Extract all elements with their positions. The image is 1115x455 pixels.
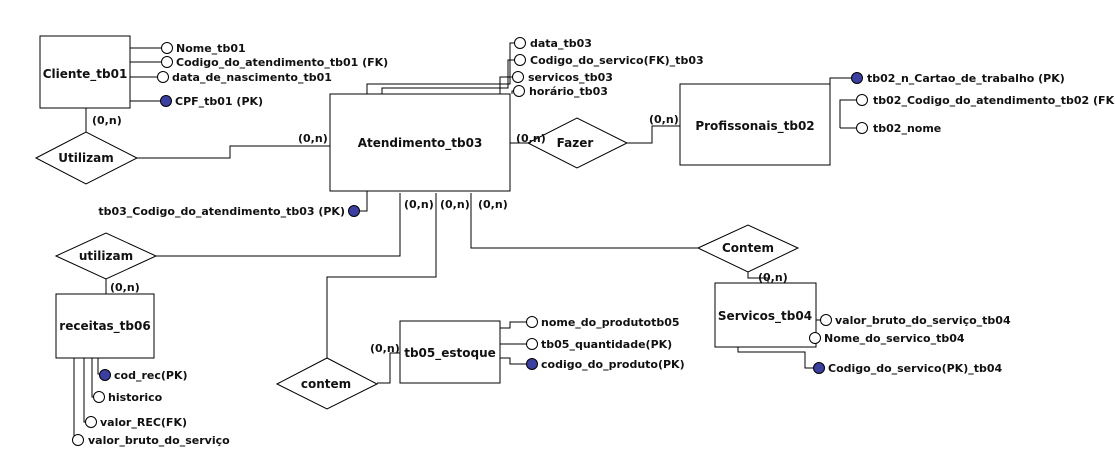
attribute-circle — [514, 37, 526, 49]
attribute-label: tb03_Codigo_do_atendimento_tb03 (PK) — [98, 205, 345, 218]
cardinality-label: (0,n) — [92, 114, 122, 127]
cardinality-label: (0,n) — [478, 198, 508, 211]
cardinality-label: (0,n) — [440, 198, 470, 211]
relationship-contem-servicos: Contem — [696, 224, 800, 273]
attribute-circle — [512, 71, 524, 83]
pk-attribute-circle — [99, 369, 111, 381]
attributes: Nome_tb01 Codigo_do_atendimento_tb01 (FK… — [72, 37, 1115, 447]
pk-attribute-circle — [526, 358, 538, 370]
attribute-circle — [72, 434, 84, 446]
cardinality-label: (0,n) — [404, 198, 434, 211]
attribute-label: Nome_tb01 — [176, 42, 246, 55]
cardinality-label: (0,n) — [298, 132, 328, 145]
entity-atendimento: Atendimento_tb03 — [329, 93, 511, 192]
entity-cliente-label: Cliente_tb01 — [43, 67, 128, 82]
attribute-label: servicos_tb03 — [528, 71, 613, 84]
relationship-fazer-label: Fazer — [557, 136, 594, 150]
entity-profissionais-label: Profissonais_tb02 — [695, 119, 814, 134]
connector-lines — [73, 42, 860, 440]
cardinality-label: (0,n) — [516, 132, 546, 145]
relationship-utilizam-receitas-label: utilizam — [79, 249, 133, 263]
attribute-label: valor_REC(FK) — [100, 416, 187, 429]
attribute-label: valor_bruto_do_serviço — [88, 434, 230, 447]
attribute-circle — [514, 54, 526, 66]
attribute-circle — [513, 85, 525, 97]
cardinality-label: (0,n) — [110, 281, 140, 294]
attribute-label: historico — [108, 391, 163, 404]
relationship-utilizam-cliente-label: Utilizam — [58, 151, 113, 165]
attribute-label: tb02_nome — [873, 122, 941, 135]
entity-estoque: tb05_estoque — [399, 320, 501, 384]
attribute-circle — [85, 416, 97, 428]
entity-servicos-label: Servicos_tb04 — [718, 309, 812, 324]
attribute-circle — [157, 71, 169, 83]
attribute-label: nome_do_produtotb05 — [541, 316, 680, 329]
entity-receitas: receitas_tb06 — [55, 293, 155, 359]
attribute-label: codigo_do_produto(PK) — [541, 358, 685, 371]
attribute-circle — [856, 94, 868, 106]
attribute-circle — [856, 122, 868, 134]
attribute-label: tb02_Codigo_do_atendimento_tb02 (FK) — [873, 94, 1115, 107]
attribute-label: horário_tb03 — [529, 85, 608, 98]
relationship-contem-servicos-label: Contem — [722, 241, 774, 255]
relationship-contem-estoque-label: contem — [301, 377, 351, 391]
attribute-label: Codigo_do_servico(FK)_tb03 — [530, 54, 704, 67]
relationship-fazer: Fazer — [526, 117, 629, 169]
entity-profissionais: Profissonais_tb02 — [679, 83, 831, 166]
relationship-contem-estoque: contem — [275, 357, 379, 410]
attribute-label: tb05_quantidade(PK) — [541, 338, 672, 351]
attribute-label: cod_rec(PK) — [114, 369, 188, 382]
attribute-circle — [161, 56, 173, 68]
cardinality-label: (0,n) — [649, 113, 679, 126]
cardinality-label: (0,n) — [758, 271, 788, 284]
attribute-label: Codigo_do_atendimento_tb01 (FK) — [176, 56, 388, 69]
attribute-circle — [809, 332, 821, 344]
attribute-circle — [93, 391, 105, 403]
attribute-circle — [526, 338, 538, 350]
entity-servicos: Servicos_tb04 — [714, 282, 817, 348]
pk-attribute-circle — [813, 362, 825, 374]
pk-attribute-circle — [851, 72, 863, 84]
pk-attribute-circle — [348, 205, 360, 217]
entity-cliente: Cliente_tb01 — [39, 35, 131, 109]
cardinalities: (0,n) (0,n) (0,n) (0,n) (0,n) (0,n) (0,n… — [92, 113, 788, 355]
entity-estoque-label: tb05_estoque — [404, 346, 496, 361]
attribute-label: CPF_tb01 (PK) — [175, 95, 263, 108]
pk-attribute-circle — [160, 95, 172, 107]
attribute-label: Nome_do_servico_tb04 — [824, 332, 965, 345]
attribute-label: Codigo_do_servico(PK)_tb04 — [828, 362, 1003, 375]
attribute-label: tb02_n_Cartao_de_trabalho (PK) — [867, 72, 1065, 85]
cardinality-label: (0,n) — [370, 342, 400, 355]
entity-atendimento-label: Atendimento_tb03 — [358, 136, 483, 151]
relationship-utilizam-receitas: utilizam — [54, 232, 158, 280]
attribute-circle — [820, 314, 832, 326]
attribute-circle — [161, 42, 173, 54]
attribute-circle — [526, 316, 538, 328]
entity-receitas-label: receitas_tb06 — [59, 319, 150, 334]
attribute-label: data_de_nascimento_tb01 — [172, 71, 332, 84]
relationship-utilizam-cliente: Utilizam — [34, 131, 139, 185]
attribute-label: valor_bruto_do_serviço_tb04 — [835, 314, 1011, 327]
attribute-label: data_tb03 — [530, 37, 592, 50]
